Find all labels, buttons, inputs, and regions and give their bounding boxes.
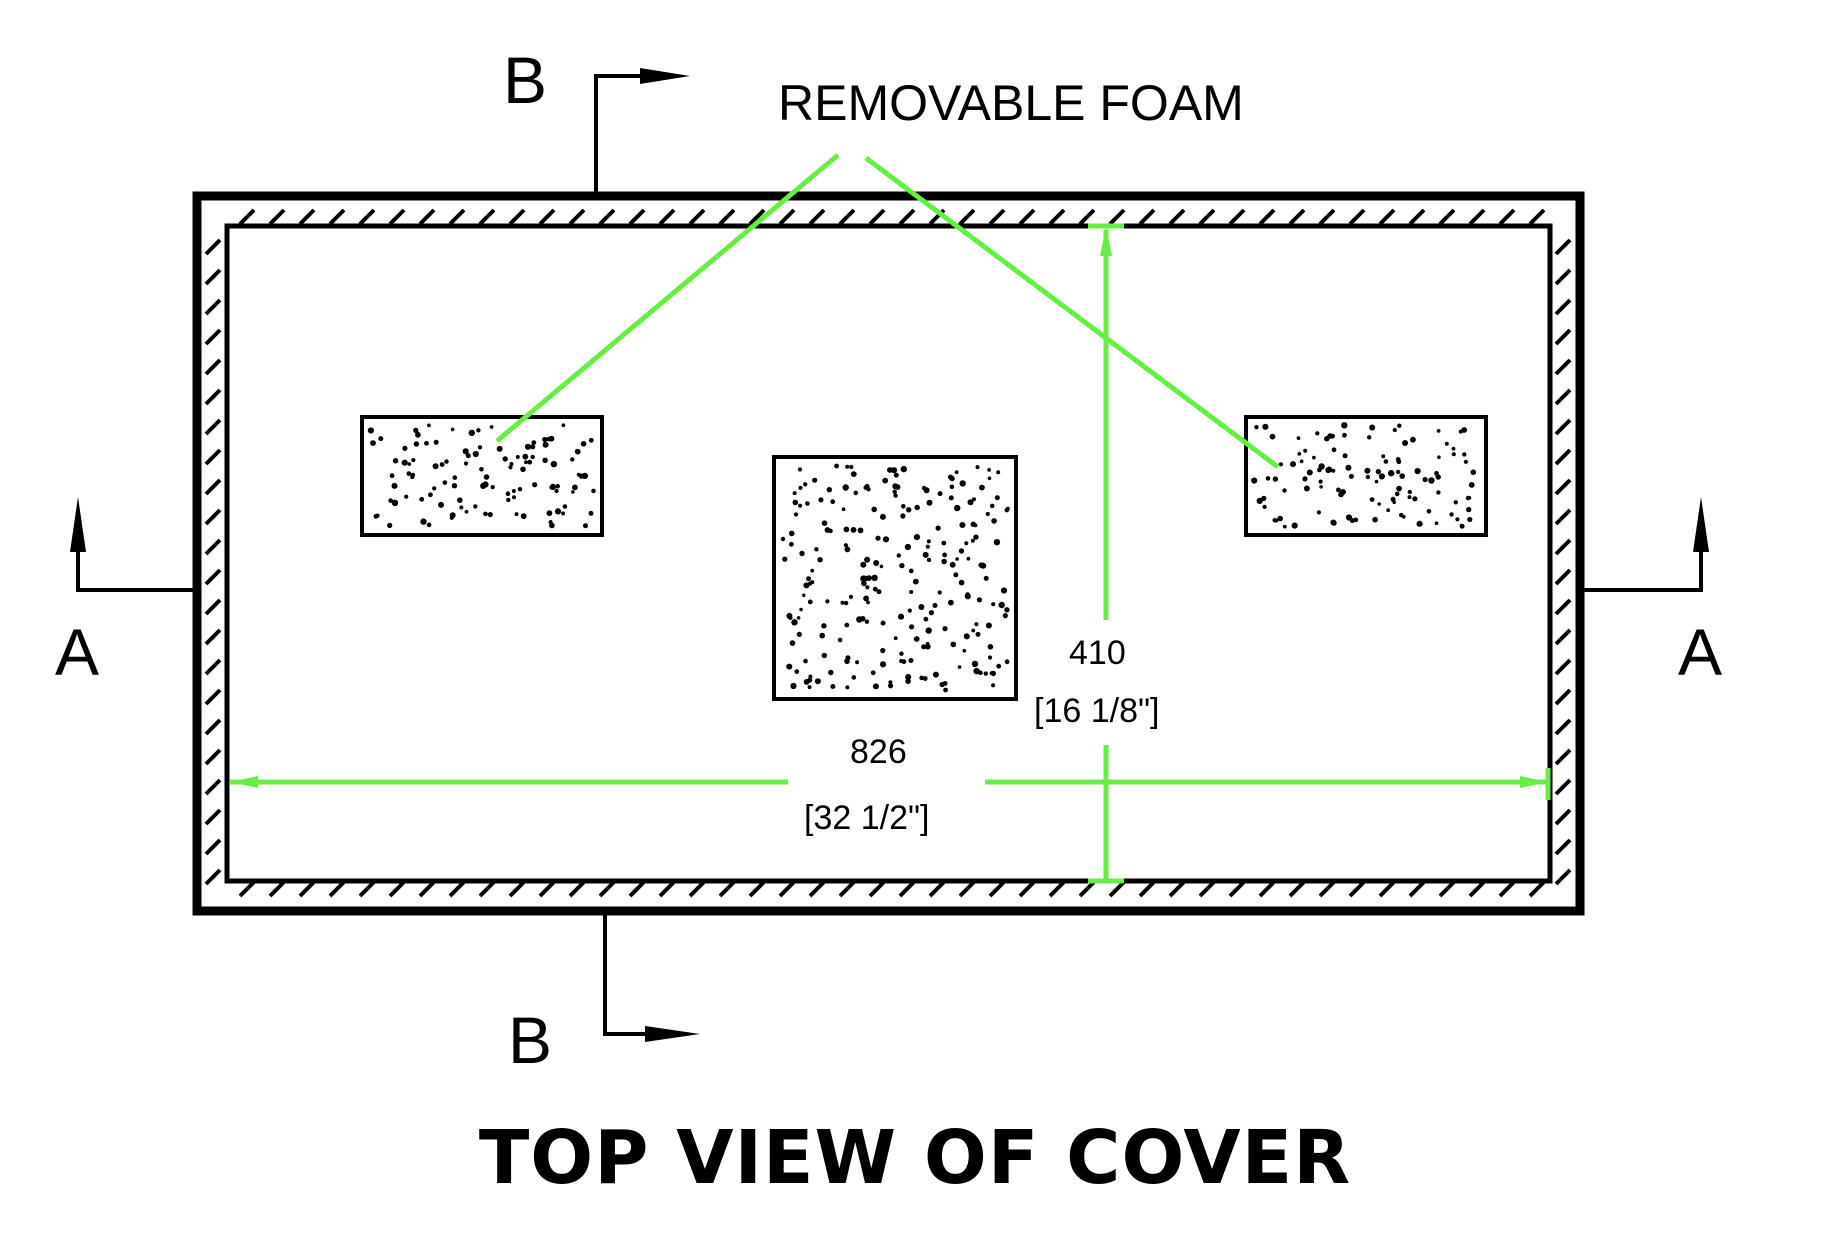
section-marker-a-left: A xyxy=(55,497,197,689)
height-arrow-top xyxy=(1100,226,1112,256)
section-label-b-top: B xyxy=(503,43,547,117)
removable-foam-callout: REMOVABLE FOAM xyxy=(495,75,1280,469)
width-dimension xyxy=(230,768,1551,800)
foam-block-left xyxy=(360,415,604,537)
callout-label: REMOVABLE FOAM xyxy=(778,75,1244,131)
section-label-a-left: A xyxy=(55,615,99,689)
height-value-in: [16 1/8"] xyxy=(1034,692,1160,730)
section-marker-a-right: A xyxy=(1580,497,1722,689)
leader-line-left xyxy=(495,153,840,443)
section-label-b-bottom: B xyxy=(508,1003,552,1077)
section-label-a-right: A xyxy=(1678,615,1722,689)
foam-stipple xyxy=(367,422,1477,693)
width-value-in: [32 1/2"] xyxy=(804,799,930,837)
width-arrow-left xyxy=(230,776,258,788)
section-arrow-a-right xyxy=(1693,497,1709,552)
inner-frame-border xyxy=(224,223,1553,884)
section-arrow-b-bottom xyxy=(645,1026,700,1042)
width-value-mm: 826 xyxy=(850,733,907,771)
foam-blocks xyxy=(360,415,1488,701)
section-marker-b-top: B xyxy=(503,43,690,196)
section-arrow-b-top xyxy=(640,68,690,84)
height-value-mm: 410 xyxy=(1069,634,1126,672)
width-arrow-right xyxy=(1520,776,1548,788)
cover-frame xyxy=(192,191,1585,916)
height-dimension xyxy=(1088,223,1124,884)
outer-frame-border xyxy=(192,191,1585,916)
leader-line-right xyxy=(864,156,1280,469)
drawing-title: TOP VIEW OF COVER xyxy=(479,1115,1351,1201)
section-marker-b-bottom: B xyxy=(508,911,700,1077)
foam-block-center xyxy=(772,455,1018,701)
section-arrow-a-left xyxy=(70,497,86,552)
frame-hatching xyxy=(204,208,1572,898)
